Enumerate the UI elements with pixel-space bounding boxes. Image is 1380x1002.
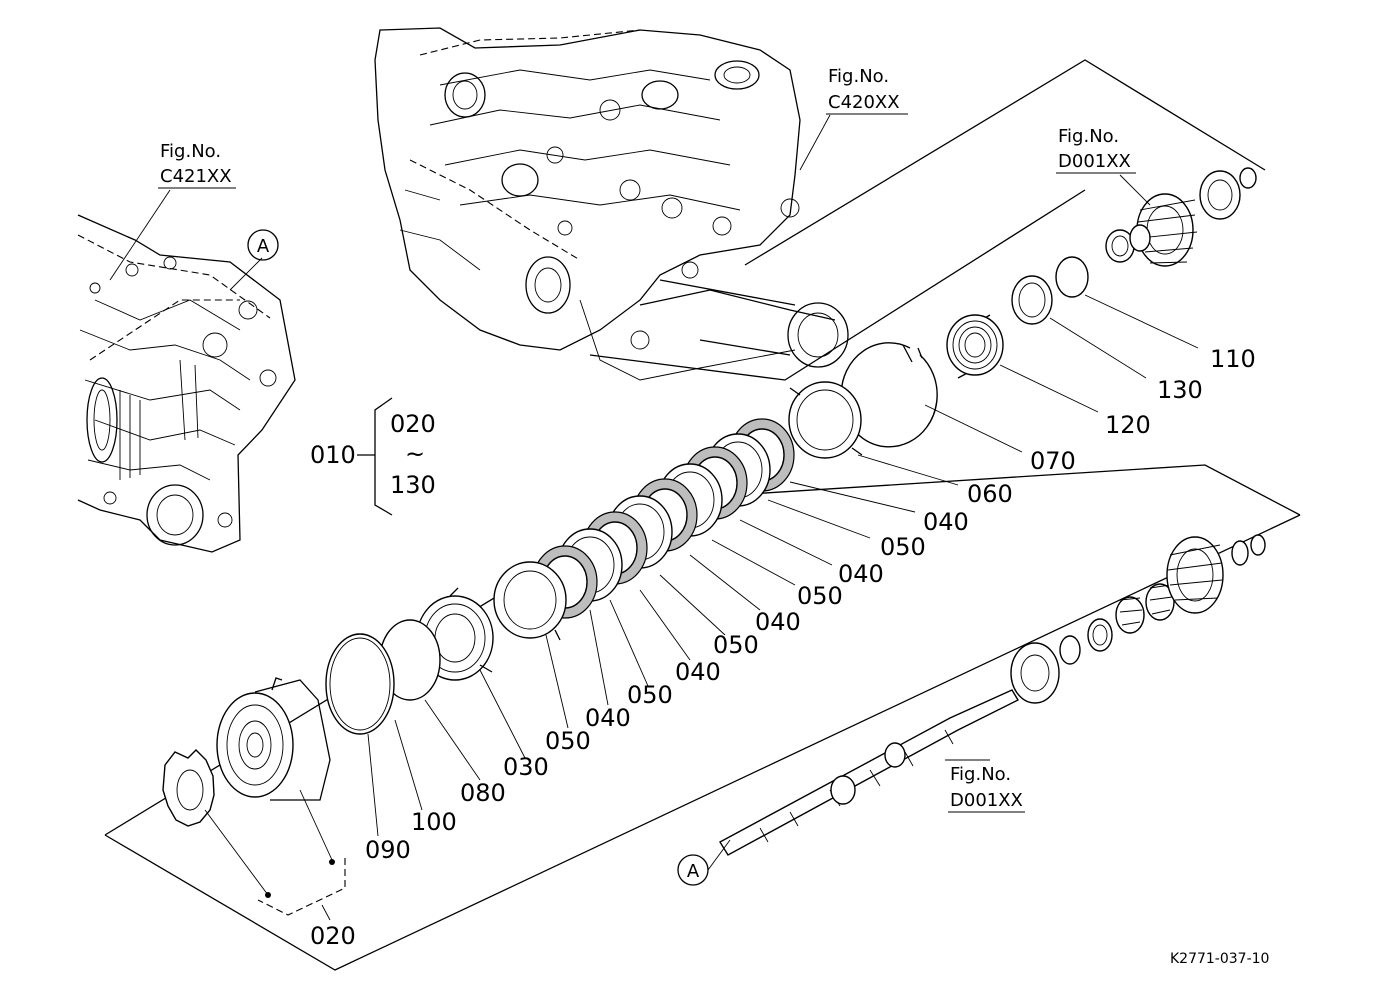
fig-ref-d001-top-code: D001XX (1058, 151, 1131, 172)
part-label-080: 080 (460, 779, 506, 807)
ref-mark-a-upper-circle (247, 229, 279, 261)
fig-ref-c420-code: C420XX (828, 92, 900, 113)
part-label-020: 020 (310, 922, 356, 950)
assembly-range-start: 020 (390, 410, 436, 438)
part-label-050b: 050 (797, 582, 843, 610)
upper-frame (589, 59, 1266, 381)
needle-bearing (1115, 583, 1175, 634)
assembly-brace (374, 397, 393, 516)
part-label-040e: 040 (585, 704, 631, 732)
fig-ref-c421-code: C421XX (160, 166, 232, 187)
seal-ring-100 (325, 633, 395, 735)
part-label-050d: 050 (627, 681, 673, 709)
spring-120 (946, 314, 1004, 379)
collar-upper (1105, 224, 1151, 263)
end-plate-060 (788, 381, 863, 459)
fig-ref-c421-title: Fig.No. (160, 141, 221, 162)
fig-ref-d001-shaft-title: Fig.No. (950, 764, 1011, 785)
part-label-100: 100 (411, 808, 457, 836)
part-label-110: 110 (1210, 345, 1256, 373)
part-label-030: 030 (503, 753, 549, 781)
fig-ref-c420-title: Fig.No. (828, 66, 889, 87)
snap-ring-070 (840, 342, 938, 448)
part-label-050c: 050 (713, 631, 759, 659)
assembly-range-separator: ~ (405, 440, 425, 468)
part-label-040d: 040 (675, 658, 721, 686)
leader-lines (109, 114, 1199, 896)
spline-hub (162, 749, 215, 827)
gear-lower (1166, 536, 1224, 614)
bracket-020 (257, 858, 346, 916)
bearing-lower (1010, 642, 1060, 704)
part-label-040b: 040 (838, 560, 884, 588)
part-label-070: 070 (1030, 447, 1076, 475)
part-label-050e: 050 (545, 727, 591, 755)
ref-mark-a-upper: A (257, 236, 270, 257)
assembly-range-end: 130 (390, 471, 436, 499)
part-label-040c: 040 (755, 608, 801, 636)
part-label-090: 090 (365, 836, 411, 864)
fig-ref-d001-shaft-code: D001XX (950, 790, 1023, 811)
spacer-130 (1011, 275, 1053, 325)
part-label-050a: 050 (880, 533, 926, 561)
ref-mark-a-lower-circle (677, 854, 709, 886)
part-label-060: 060 (967, 480, 1013, 508)
collar-lower (1231, 534, 1266, 566)
drum-020 (216, 677, 331, 801)
part-label-120: 120 (1105, 411, 1151, 439)
part-label-130: 130 (1157, 376, 1203, 404)
left-housing (77, 214, 296, 553)
snap-ring-110 (1055, 256, 1089, 298)
fig-ref-d001-top-title: Fig.No. (1058, 126, 1119, 147)
steel-plate-050e (493, 561, 567, 641)
output-shaft (719, 689, 1019, 856)
ref-mark-a-lower: A (687, 861, 700, 882)
upper-housing (374, 27, 849, 381)
snap-ring-lower (1059, 618, 1113, 665)
drawing-code: K2771-037-10 (1170, 951, 1269, 967)
part-label-040a: 040 (923, 508, 969, 536)
assembly-part-number: 010 (310, 441, 356, 469)
bearing-upper (1199, 167, 1257, 220)
